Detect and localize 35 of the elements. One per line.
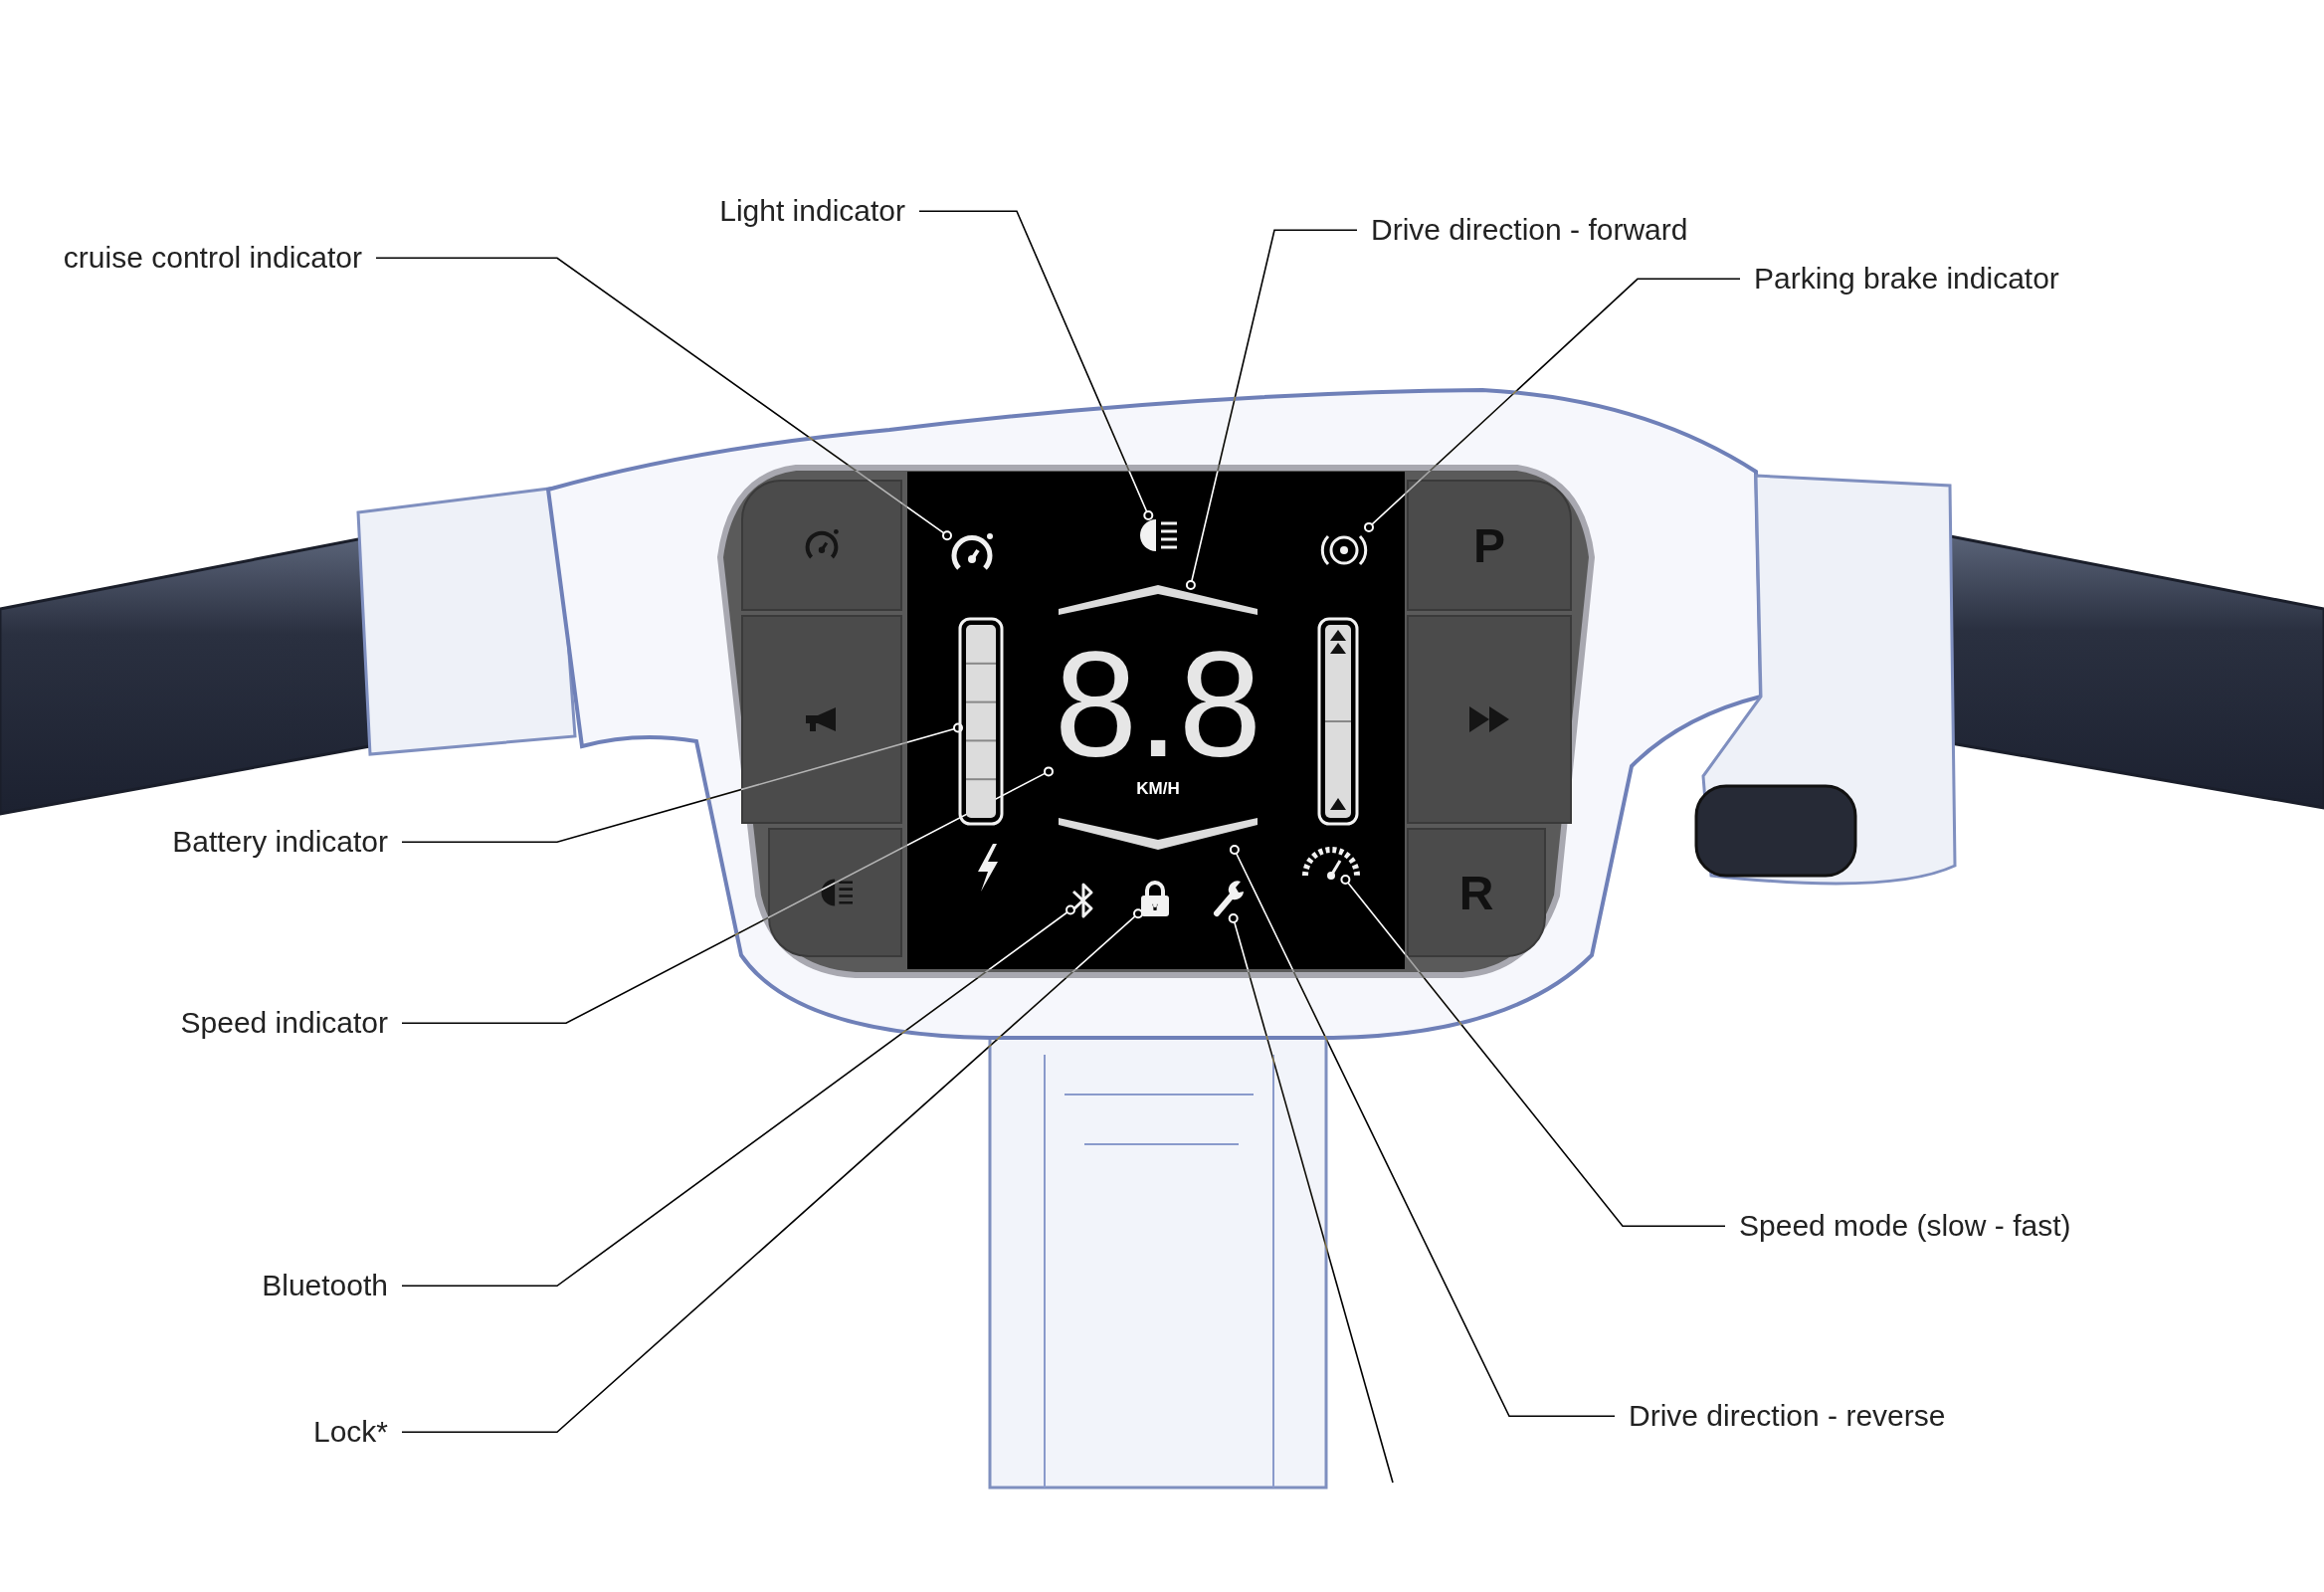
direction-chevron-icon — [1059, 585, 1258, 615]
callout-label: Battery indicator — [172, 825, 402, 860]
leader-line — [401, 908, 1143, 1434]
leader-line — [401, 766, 1054, 1025]
callout-label: cruise control indicator — [63, 241, 376, 276]
callout-label: Drive direction - forward — [1357, 213, 1688, 248]
battery-gauge — [958, 617, 1004, 826]
control-button — [741, 480, 902, 611]
speed-mode-gauge — [1317, 617, 1359, 826]
callout-label: Drive direction - reverse — [1615, 1399, 1946, 1434]
padlock-icon — [1138, 879, 1172, 918]
control-button: R — [1407, 828, 1546, 957]
leader-line — [401, 722, 963, 844]
speed-digits: 8.8 — [1054, 629, 1262, 779]
leader-line — [401, 904, 1075, 1288]
callout-label: Bluetooth — [262, 1269, 402, 1303]
leader-line — [1185, 229, 1358, 590]
unit-label: KM/H — [1136, 778, 1180, 800]
leader-line — [1364, 278, 1741, 532]
control-button: P — [1407, 480, 1572, 611]
control-button — [1407, 615, 1572, 824]
leader-line — [375, 257, 952, 541]
callout-label: Parking brake indicator — [1740, 262, 2059, 297]
leader-line — [918, 210, 1154, 520]
callout-label: Lock* — [312, 1415, 402, 1450]
callout-label: Speed mode (slow - fast) — [1725, 1209, 2071, 1244]
callout-label: Speed indicator — [180, 1006, 402, 1041]
direction-chevron-icon — [1059, 818, 1258, 850]
callout-label: Light indicator — [719, 194, 919, 229]
leader-line — [1340, 875, 1726, 1228]
control-button — [741, 615, 902, 824]
speedometer-icon — [1299, 844, 1363, 880]
leader-line — [1228, 913, 1394, 1484]
control-button — [768, 828, 902, 957]
leader-line — [1229, 845, 1616, 1418]
